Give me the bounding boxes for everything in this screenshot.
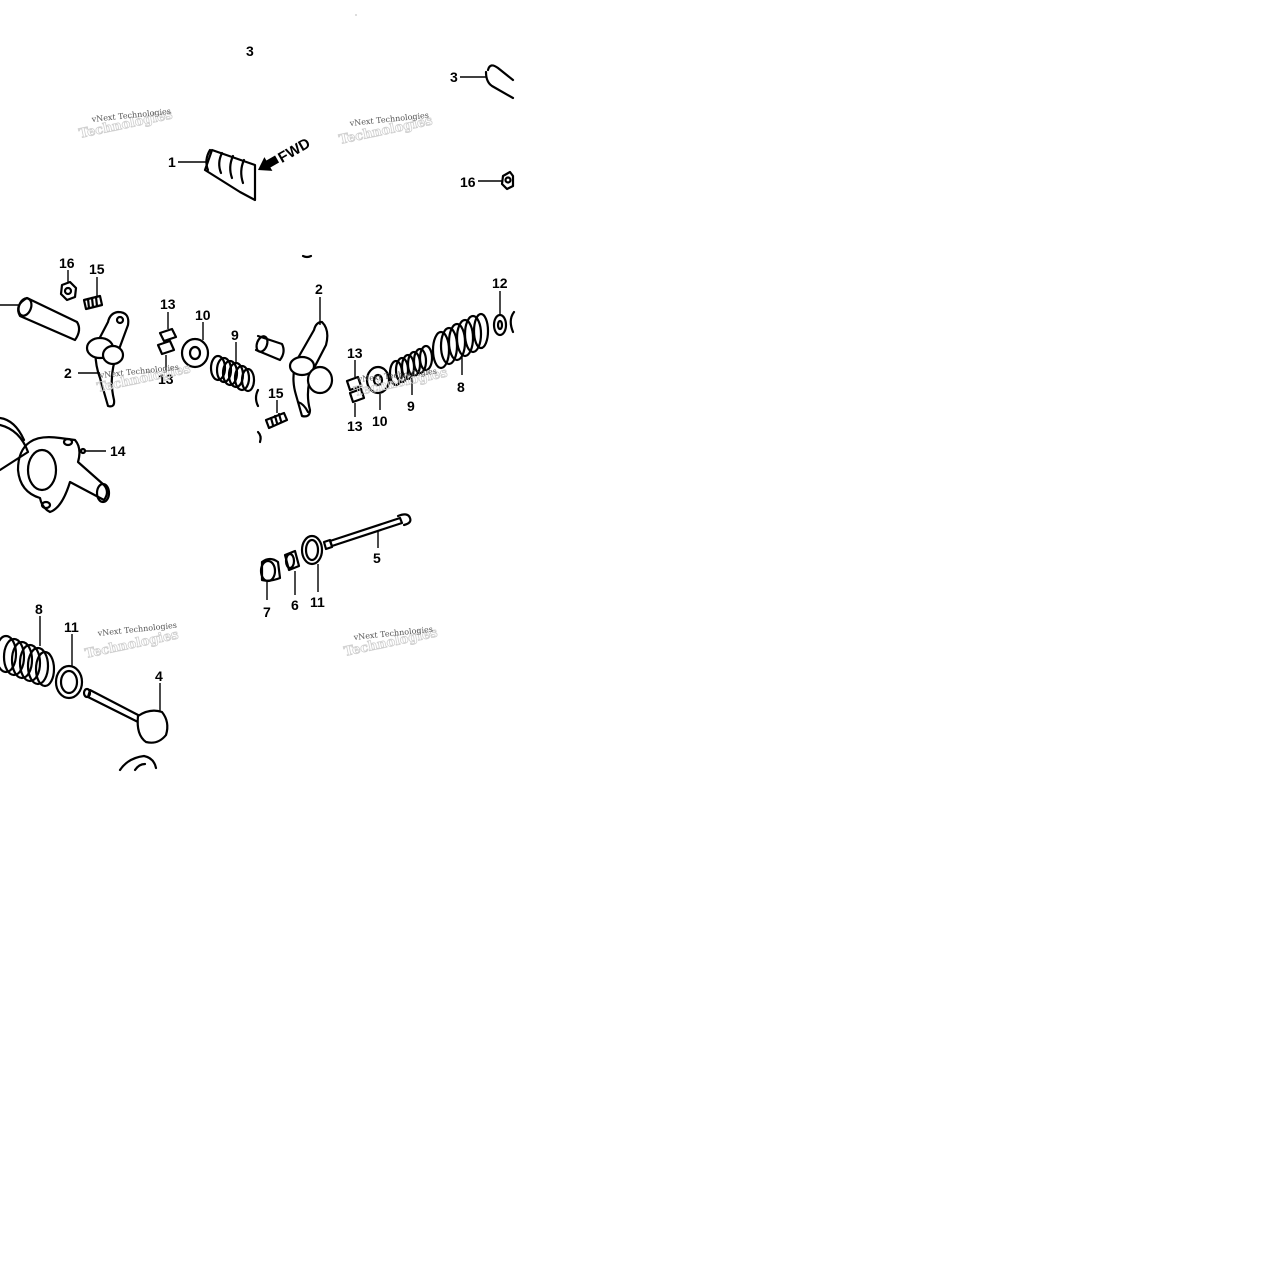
callout-15-left: 15 [89, 261, 105, 277]
retainer-part-10 [180, 337, 210, 369]
rocker-arm-part-2 [85, 310, 130, 408]
valve-part-4 [82, 687, 169, 744]
cotter-part-13 [156, 327, 178, 356]
valve-guide-part-7 [259, 557, 282, 583]
callout-6: 6 [291, 597, 299, 613]
callout-11-left: 11 [64, 619, 79, 635]
watermark: Technologies vNext Technologies [352, 365, 449, 400]
callout-5: 5 [373, 550, 381, 566]
callout-14: 14 [110, 443, 126, 459]
o-ring-part-11 [300, 534, 324, 566]
rocker-shaft [0, 296, 81, 342]
panel-intake-valve: 8 11 4 Technologies vNext Technologies [0, 601, 180, 772]
callout-3-right: 3 [450, 69, 458, 85]
callout-16-right: 16 [460, 174, 476, 190]
callout-11-mid: 11 [310, 594, 325, 610]
inner-spring-part-9 [388, 344, 434, 387]
inner-spring-part-9 [209, 354, 256, 393]
callout-9-right: 9 [407, 398, 415, 414]
watermark: Technologies vNext Technologies [95, 361, 192, 396]
callout-10-left: 10 [195, 307, 211, 323]
callout-8-right: 8 [457, 379, 465, 395]
panel-valve-guide: 5 11 6 7 Technologies vNext Technologies [259, 513, 439, 661]
panel-rocker-right: 2 15 13 13 10 [254, 254, 516, 444]
panel-rocker-shaft: 3 16 Technologies vNext Technologies [337, 64, 515, 191]
callout-7: 7 [263, 604, 271, 620]
fwd-arrow-icon: FWD [258, 135, 314, 171]
callout-2-right: 2 [315, 281, 323, 297]
retainer-part-10 [365, 365, 391, 395]
outer-spring-part-8 [0, 634, 56, 688]
o-ring-part-11 [54, 664, 84, 700]
callout-8-left: 8 [35, 601, 43, 617]
watermark: Technologies vNext Technologies [83, 621, 180, 663]
callout-2-left: 2 [64, 365, 72, 381]
screw-part-14 [79, 447, 87, 455]
callout-13-b: 13 [158, 371, 174, 387]
panel-camshaft: 1 3 FWD Technologies vNext Technologies [77, 43, 314, 202]
callout-3-top: 3 [246, 43, 254, 59]
callout-9-left: 9 [231, 327, 239, 343]
callout-16-left: 16 [59, 255, 75, 271]
watermark: Technologies vNext Technologies [77, 107, 174, 143]
panel-rocker-left: 16 15 2 13 13 10 [0, 255, 256, 514]
nut-part-16 [500, 170, 515, 191]
callout-15-right: 15 [268, 385, 284, 401]
nut-part-16 [59, 280, 78, 302]
camshaft-holder [0, 416, 111, 514]
camshaft-part-1 [203, 148, 257, 202]
callout-1: 1 [168, 154, 176, 170]
stem-seal-part-6 [283, 549, 301, 572]
rocker-arm-part-2 [288, 320, 334, 418]
callout-13-c: 13 [347, 345, 363, 361]
adjuster-screw-part-15 [264, 411, 289, 430]
callout-4: 4 [155, 668, 163, 684]
watermark: Technologies vNext Technologies [337, 111, 434, 149]
callout-13-a: 13 [160, 296, 176, 312]
outer-spring-part-8 [431, 312, 490, 370]
cotter-part-13 [345, 375, 366, 404]
valve-part-5 [322, 513, 412, 551]
callout-10-right: 10 [372, 413, 388, 429]
callout-12: 12 [492, 275, 508, 291]
watermark: Technologies vNext Technologies [342, 625, 439, 661]
svg-text:FWD: FWD [275, 135, 313, 167]
callout-13-d: 13 [347, 418, 363, 434]
adjuster-screw-part-15 [82, 294, 104, 311]
washer-part-12 [492, 310, 516, 337]
